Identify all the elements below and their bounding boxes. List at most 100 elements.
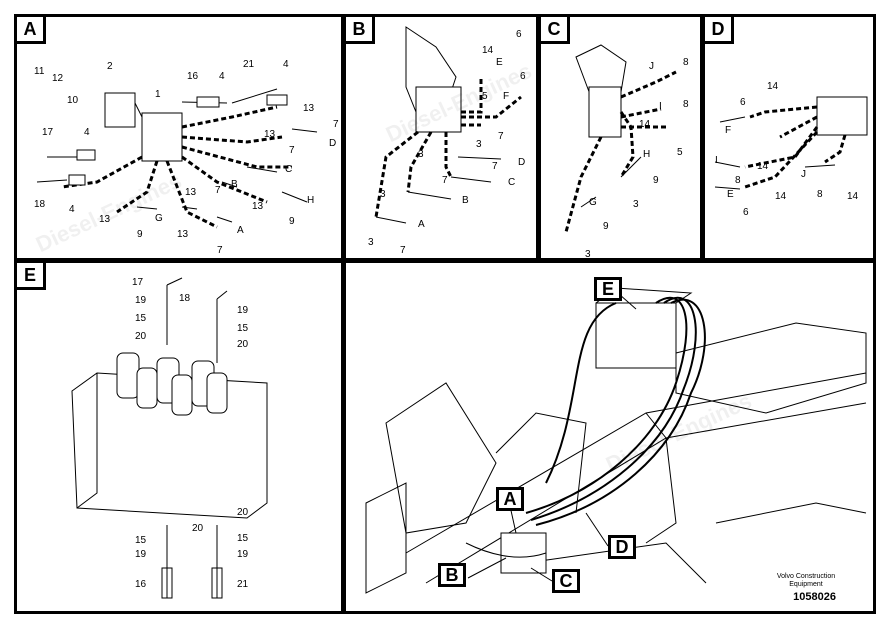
panel-a: A — [14, 14, 344, 261]
b-label: 7 — [492, 161, 498, 172]
panel-e-drawing: 17 19 15 20 18 19 15 20 20 15 19 16 20 1… — [71, 277, 268, 599]
d-label: J — [801, 169, 806, 180]
b-label: A — [418, 219, 425, 230]
a-label: G — [155, 213, 163, 224]
e-label: 20 — [192, 523, 204, 534]
b-label: C — [508, 177, 515, 188]
a-label: C — [285, 164, 292, 175]
c-label: 5 — [677, 147, 683, 158]
a-label: 13 — [252, 201, 264, 212]
a-label: B — [231, 179, 238, 190]
b-label: 6 — [516, 29, 522, 40]
overview-callout-d: D — [608, 535, 636, 559]
panel-b: B 6 14 E 6 F 5 3 7 D 3 7 C — [343, 14, 539, 261]
e-label: 19 — [135, 295, 147, 306]
panel-d-drawing: 14 6 F I 8 14 E 6 J 8 14 14 — [714, 81, 868, 218]
a-label: 1 — [155, 89, 161, 100]
d-label: 8 — [735, 175, 741, 186]
brand-text: Volvo Construction Equipment — [776, 573, 836, 588]
c-label: 9 — [653, 175, 659, 186]
a-label: 16 — [187, 71, 199, 82]
b-label: 3 — [380, 189, 386, 200]
a-label: 12 — [52, 73, 64, 84]
panel-a-drawing: 11 12 10 2 16 4 21 4 1 13 7 17 4 13 7 D … — [34, 59, 339, 256]
panel-c-drawing: J 8 I 8 14 5 H 9 G 9 3 3 — [564, 44, 689, 260]
panel-c: C J 8 I 8 14 5 H 9 G 9 3 3 — [538, 14, 703, 261]
panel-overview: E A D B C — [343, 260, 876, 614]
e-label: 15 — [237, 323, 249, 334]
b-label: 3 — [368, 237, 374, 248]
c-label: 8 — [683, 99, 689, 110]
a-label: 2 — [107, 61, 113, 72]
d-label: E — [727, 189, 734, 200]
c-label: 9 — [603, 221, 609, 232]
c-label: 3 — [585, 249, 591, 260]
d-label: 14 — [847, 191, 859, 202]
b-label: 5 — [482, 91, 488, 102]
c-label: 8 — [683, 57, 689, 68]
panel-c-tag: C — [541, 17, 570, 44]
b-label: B — [462, 195, 469, 206]
d-label: 8 — [817, 189, 823, 200]
a-label: 7 — [333, 119, 339, 130]
b-label: 3 — [476, 139, 482, 150]
panel-e-tag: E — [17, 263, 46, 290]
a-label: 4 — [84, 127, 90, 138]
b-label: 14 — [482, 45, 494, 56]
b-label: 7 — [498, 131, 504, 142]
a-label: 9 — [289, 216, 295, 227]
d-label: 14 — [767, 81, 779, 92]
panel-b-tag: B — [346, 17, 375, 44]
panel-e: E 17 19 15 20 18 — [14, 260, 344, 614]
b-label: 3 — [418, 149, 424, 160]
d-label: 14 — [757, 161, 769, 172]
c-label: G — [589, 197, 597, 208]
overview-callout-a: A — [496, 487, 524, 511]
a-label: 7 — [217, 245, 223, 256]
e-label: 16 — [135, 579, 147, 590]
d-label: 6 — [743, 207, 749, 218]
a-label: 11 — [34, 66, 45, 77]
a-label: 13 — [185, 187, 197, 198]
e-label: 20 — [237, 339, 249, 350]
b-label: E — [496, 57, 503, 68]
b-label: 7 — [442, 175, 448, 186]
overview-callout-c: C — [552, 569, 580, 593]
a-label: 17 — [42, 127, 54, 138]
a-label: 4 — [69, 204, 75, 215]
e-label: 15 — [135, 535, 147, 546]
e-label: 19 — [135, 549, 147, 560]
c-label: I — [659, 101, 662, 112]
panel-d-tag: D — [705, 17, 734, 44]
a-label: 21 — [243, 59, 255, 70]
e-label: 18 — [179, 293, 191, 304]
a-label: 9 — [137, 229, 143, 240]
d-label: F — [725, 125, 731, 136]
a-label: 7 — [215, 185, 221, 196]
a-label: 7 — [289, 145, 295, 156]
e-label: 17 — [132, 277, 144, 288]
e-label: 20 — [237, 507, 249, 518]
e-label: 20 — [135, 331, 147, 342]
d-label: I — [715, 155, 718, 166]
panel-a-tag: A — [17, 17, 46, 44]
document-number: 1058026 — [793, 591, 836, 603]
panel-b-drawing: 6 14 E 6 F 5 3 7 D 3 7 C 3 7 B 3 7 A — [368, 26, 526, 256]
a-label: H — [307, 195, 314, 206]
c-label: J — [649, 61, 654, 72]
c-label: 3 — [633, 199, 639, 210]
overview-drawing — [365, 286, 867, 594]
b-label: 6 — [520, 71, 526, 82]
e-label: 19 — [237, 305, 249, 316]
a-label: 18 — [34, 199, 46, 210]
a-label: 10 — [67, 95, 79, 106]
e-label: 21 — [237, 579, 249, 590]
b-label: D — [518, 157, 525, 168]
b-label: F — [503, 91, 509, 102]
a-label: D — [329, 138, 336, 149]
a-label: 13 — [264, 129, 276, 140]
overview-callout-e: E — [594, 277, 622, 301]
e-label: 15 — [237, 533, 249, 544]
e-label: 15 — [135, 313, 147, 324]
panel-d: D 14 6 F I 8 14 E 6 J 8 14 14 — [702, 14, 876, 261]
